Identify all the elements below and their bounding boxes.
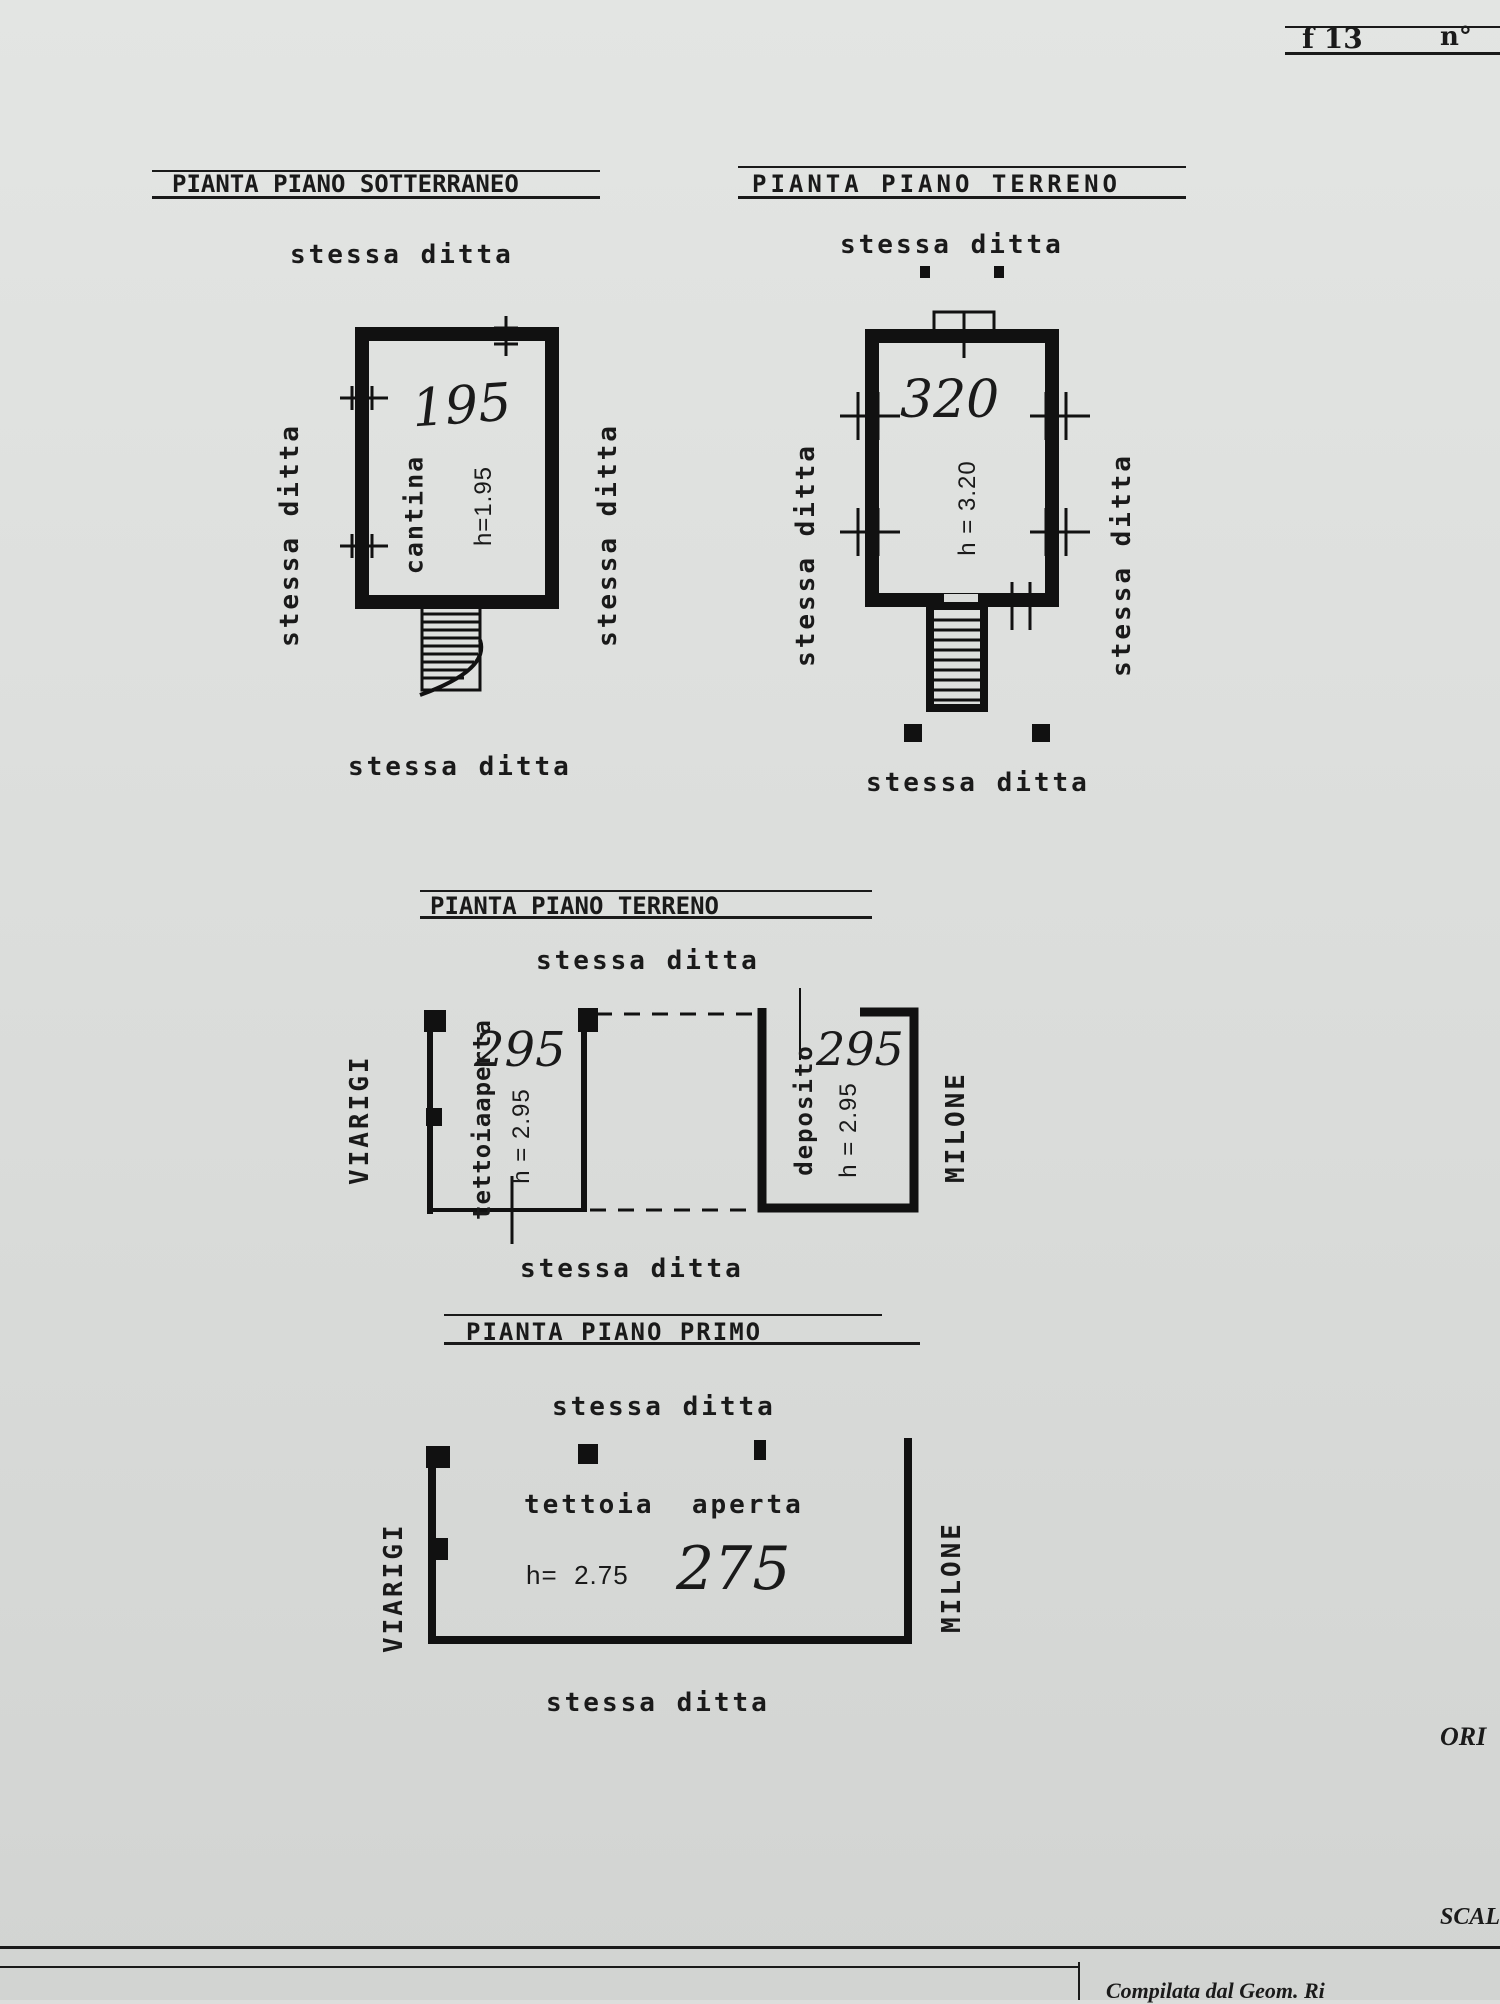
handwritten-height: 275 — [676, 1534, 791, 1604]
margin-label-ori: ORI — [1440, 1722, 1487, 1751]
boundary-bottom: stessa ditta — [348, 752, 572, 782]
boundary-bottom: stessa ditta — [520, 1254, 744, 1284]
plan-title: PIANTA PIANO TERRENO — [752, 170, 1121, 198]
room-height: h= 2.75 — [526, 1560, 629, 1590]
sheet-numero: n° — [1440, 22, 1472, 52]
boundary-top: stessa ditta — [536, 946, 760, 976]
plan-title: PIANTA PIANO TERRENO — [430, 892, 719, 920]
plan-title: PIANTA PIANO SOTTERRANEO — [172, 170, 519, 198]
footer-compilata: Compilata dal Geom. Ri — [1106, 1978, 1325, 2003]
boundary-bottom: stessa ditta — [866, 768, 1090, 798]
sheet-foglio: f 13 — [1302, 22, 1363, 55]
handwritten-height-right: 295 — [816, 1022, 904, 1076]
handwritten-height: 320 — [900, 370, 1000, 430]
plan-title: PIANTA PIANO PRIMO — [466, 1318, 763, 1346]
boundary-top: stessa ditta — [552, 1392, 776, 1422]
boundary-bottom: stessa ditta — [546, 1688, 770, 1718]
boundary-top: stessa ditta — [290, 240, 514, 270]
boundary-top: stessa ditta — [840, 230, 1064, 260]
handwritten-height-left: 295 — [474, 1022, 566, 1078]
margin-label-scal: SCAL — [1440, 1904, 1500, 1930]
room-label: tettoia aperta — [524, 1490, 804, 1520]
